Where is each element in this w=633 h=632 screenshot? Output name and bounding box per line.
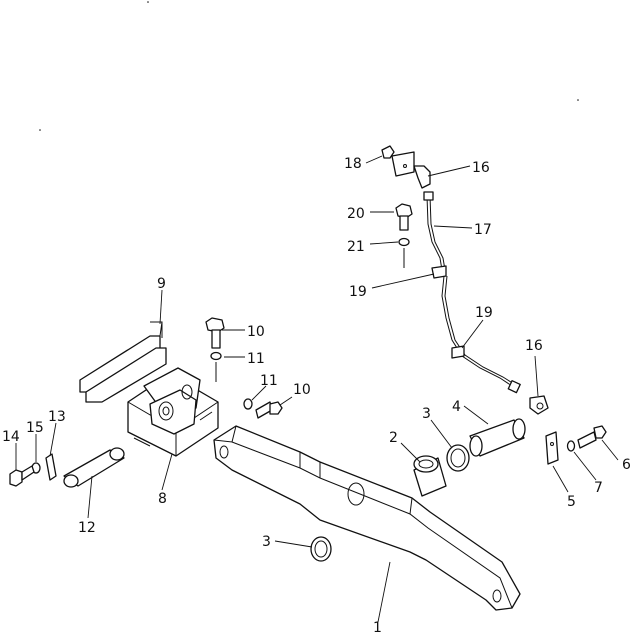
callout-11-lower: 11 bbox=[260, 373, 278, 389]
callout-21: 21 bbox=[347, 239, 365, 255]
callout-5: 5 bbox=[567, 494, 576, 510]
callout-8: 8 bbox=[158, 491, 167, 507]
callout-4: 4 bbox=[452, 399, 461, 415]
part-12-pin bbox=[63, 447, 125, 488]
part-21-washer bbox=[398, 237, 410, 247]
part-13-plate bbox=[45, 453, 57, 481]
part-11-washer-upper bbox=[210, 351, 222, 361]
part-3-bushing-lower bbox=[310, 536, 332, 562]
part-3-bushing-upper bbox=[446, 444, 470, 472]
part-6-bolt bbox=[577, 425, 607, 449]
callout-11-upper: 11 bbox=[247, 351, 265, 367]
callout-7: 7 bbox=[594, 480, 603, 496]
callout-16-upper: 16 bbox=[472, 160, 490, 176]
part-10-bolt-upper bbox=[205, 317, 225, 349]
callout-14: 14 bbox=[2, 429, 20, 445]
callout-16-lower: 16 bbox=[525, 338, 543, 354]
callout-20: 20 bbox=[347, 206, 365, 222]
part-19-hose bbox=[441, 275, 521, 394]
callout-15: 15 bbox=[26, 420, 44, 436]
callout-13: 13 bbox=[48, 409, 66, 425]
part-2-bushing bbox=[413, 455, 447, 497]
callouts: 1 2 3 3 4 5 6 7 8 9 10 10 11 11 12 13 14… bbox=[2, 156, 631, 632]
part-17-tube bbox=[423, 191, 446, 271]
callout-18: 18 bbox=[344, 156, 362, 172]
callout-6: 6 bbox=[622, 457, 631, 473]
part-4-pin bbox=[469, 418, 526, 457]
part-1-beam bbox=[213, 425, 521, 611]
part-14-bolt bbox=[9, 465, 35, 487]
callout-17: 17 bbox=[474, 222, 492, 238]
callout-12: 12 bbox=[78, 520, 96, 536]
callout-1: 1 bbox=[373, 620, 382, 632]
part-10-bolt-lower bbox=[255, 401, 283, 419]
part-18-fitting bbox=[381, 145, 395, 159]
part-11-washer-lower bbox=[243, 398, 253, 410]
callout-19-right: 19 bbox=[475, 305, 493, 321]
callout-2: 2 bbox=[389, 430, 398, 446]
callout-3-upper: 3 bbox=[422, 406, 431, 422]
part-8-bracket bbox=[127, 367, 219, 457]
callout-10-upper: 10 bbox=[247, 324, 265, 340]
callout-9: 9 bbox=[157, 276, 166, 292]
callout-10-lower: 10 bbox=[293, 382, 311, 398]
part-20-bolt bbox=[395, 203, 413, 231]
part-5-plate bbox=[545, 431, 559, 465]
part-19-clamp-upper bbox=[431, 265, 447, 279]
part-9-shims bbox=[79, 321, 167, 403]
part-7-washer bbox=[566, 440, 576, 452]
callout-3-lower: 3 bbox=[262, 534, 271, 550]
part-16-elbow-upper bbox=[391, 151, 431, 189]
part-16-elbow-lower bbox=[529, 395, 549, 415]
specks bbox=[39, 1, 579, 131]
leader-lines bbox=[15, 155, 619, 623]
callout-19-left: 19 bbox=[349, 284, 367, 300]
